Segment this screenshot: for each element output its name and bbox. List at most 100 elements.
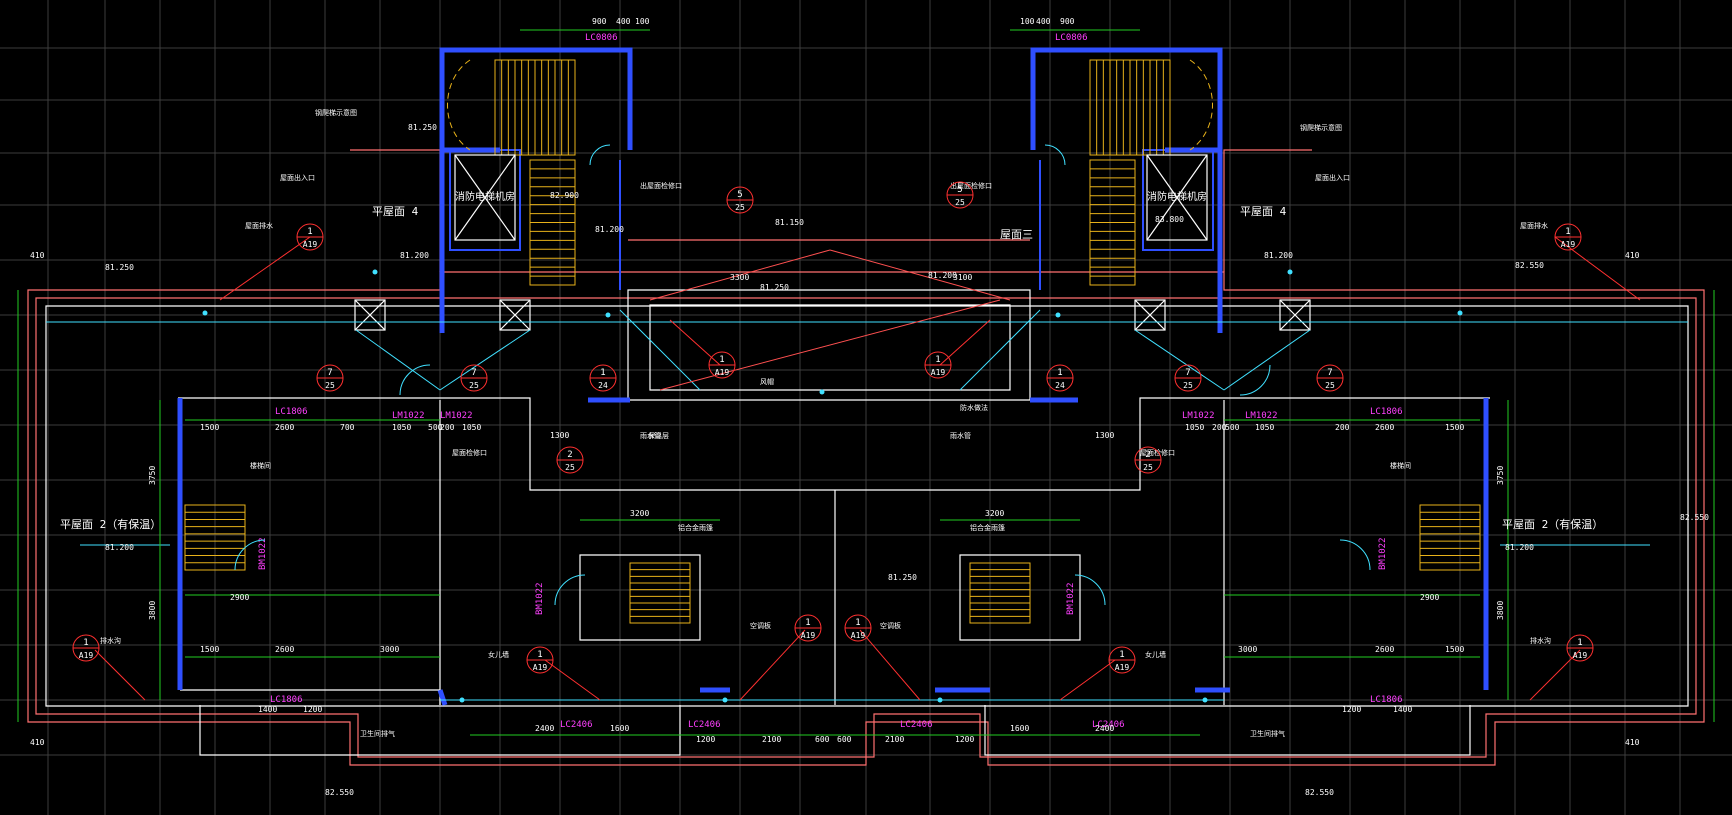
- note-text: 防水做法: [960, 403, 988, 412]
- elevation-text: 82.900: [550, 191, 579, 200]
- dim-text: 1400: [1393, 705, 1412, 714]
- note-text: 保温层: [648, 431, 669, 440]
- label-plat4-right: 平屋面 4: [1240, 205, 1287, 218]
- dim-text: 1500: [1445, 423, 1464, 432]
- tag-bottom-1: LC1806: [270, 695, 303, 705]
- dim-text: 3300: [730, 273, 749, 282]
- detail-callout-ref: 25: [955, 198, 965, 207]
- elevation-text: 81.250: [760, 283, 789, 292]
- detail-callout-number: 1: [537, 650, 542, 660]
- dim-text: 1050: [462, 423, 481, 432]
- dim-text: 410: [30, 738, 45, 747]
- label-plat2-left: 平屋面 2（有保温）: [60, 517, 161, 531]
- detail-callout-number: 1: [1119, 650, 1124, 660]
- dim-text: 900: [1060, 17, 1075, 26]
- tag-lm1022-r2: LM1022: [1245, 411, 1278, 421]
- dim-text: 1500: [1445, 645, 1464, 654]
- dim-text: 200: [440, 423, 455, 432]
- dim-text: 3000: [1238, 645, 1257, 654]
- dim-text: 1600: [610, 724, 629, 733]
- dim-text: 2400: [1095, 724, 1114, 733]
- construction-notes: 钢爬梯示意图 钢爬梯示意图 屋面出入口 屋面出入口 出屋面检修口 出屋面检修口 …: [100, 108, 1551, 738]
- detail-callout-ref: 25: [325, 381, 335, 390]
- detail-callout-ref: 25: [1143, 463, 1153, 472]
- stair-treads-top-left: [501, 60, 575, 277]
- detail-callout-ref: 25: [469, 381, 479, 390]
- label-machine-left: 消防电梯机房: [455, 190, 515, 203]
- dim-text: 3200: [630, 509, 649, 518]
- dim-text: 400: [1036, 17, 1051, 26]
- detail-callout-ref: 24: [598, 381, 608, 390]
- dim-text: 3100: [953, 273, 972, 282]
- detail-callout-ref: 25: [735, 203, 745, 212]
- door-window-tags: LC0806 LC0806 LM1022 LM1022 LM1022 LM102…: [258, 33, 1403, 730]
- tag-bm1022-right-a: BM1022: [1378, 537, 1388, 570]
- stair-center-left: [629, 562, 691, 624]
- note-text: 屋面检修口: [452, 448, 487, 457]
- label-plat4-left: 平屋面 4: [372, 205, 419, 218]
- elevation-text: 82.550: [1515, 261, 1544, 270]
- elevation-text: 81.250: [105, 263, 134, 272]
- dim-text: 600: [837, 735, 852, 744]
- note-text: 女儿墙: [488, 650, 509, 659]
- dim-text: 100: [635, 17, 650, 26]
- annotation-leaders: [94, 236, 1641, 701]
- dim-text: 2600: [1375, 645, 1394, 654]
- note-text: 屋面出入口: [1315, 173, 1350, 182]
- roof-drains: [202, 269, 1463, 703]
- elevation-text: 81.250: [888, 573, 917, 582]
- detail-callout-ref: A19: [851, 631, 866, 640]
- canopy-dashed-arcs: [447, 59, 1213, 151]
- tag-bottom-6: LC2406: [900, 720, 933, 730]
- dim-text: 500: [1225, 423, 1240, 432]
- note-text: 雨水管: [640, 431, 661, 440]
- detail-callout-number: 2: [1145, 450, 1150, 460]
- dim-text: 1500: [200, 423, 219, 432]
- dim-text: 2600: [275, 423, 294, 432]
- parapet-outline: [27, 149, 1705, 766]
- dim-text: 1200: [1342, 705, 1361, 714]
- tag-lm1022-l2: LM1022: [440, 411, 473, 421]
- detail-callout-number: 1: [600, 368, 605, 378]
- detail-callout-number: 1: [719, 355, 724, 365]
- note-text: 卫生间排气: [360, 729, 395, 738]
- detail-callout-number: 1: [855, 618, 860, 628]
- note-text: 出屋面检修口: [640, 181, 682, 190]
- stair-mid-left: [184, 504, 246, 571]
- dim-text: 3750: [1496, 466, 1505, 485]
- dim-text: 400: [616, 17, 631, 26]
- dim-text: 410: [30, 251, 45, 260]
- detail-callout-ref: 25: [1183, 381, 1193, 390]
- room-labels: 平屋面 4 平屋面 4 平屋面 2（有保温） 平屋面 2（有保温） 消防电梯机房…: [60, 190, 1603, 531]
- elevation-text: 81.200: [1264, 251, 1293, 260]
- dimension-lines: [17, 29, 1715, 736]
- dim-text: 2400: [535, 724, 554, 733]
- elevation-text: 81.250: [408, 123, 437, 132]
- dim-text: 2600: [275, 645, 294, 654]
- elevation-text: 81.200: [105, 543, 134, 552]
- detail-callout-number: 1: [1057, 368, 1062, 378]
- note-text: 排水沟: [100, 636, 121, 645]
- dim-text: 1050: [392, 423, 411, 432]
- dim-text: 1200: [955, 735, 974, 744]
- note-text: 楼梯间: [250, 461, 271, 470]
- note-text: 卫生间排气: [1250, 729, 1285, 738]
- tag-lc1806-right: LC1806: [1370, 407, 1403, 417]
- note-text: 铝合金雨篷: [970, 523, 1005, 532]
- detail-callout-number: 1: [83, 638, 88, 648]
- detail-callout-number: 5: [737, 190, 742, 200]
- tag-bm1022-left-a: BM1022: [258, 537, 268, 570]
- note-text: 钢爬梯示意图: [315, 108, 357, 117]
- wall-thin-lines: [449, 149, 1214, 290]
- tag-lc1806-left: LC1806: [275, 407, 308, 417]
- note-text: 空调板: [880, 621, 901, 630]
- note-text: 屋面出入口: [280, 173, 315, 182]
- dim-text: 700: [340, 423, 355, 432]
- stair-treads-center-left: [630, 569, 690, 617]
- detail-callout-number: 1: [1565, 227, 1570, 237]
- dim-text: 2100: [762, 735, 781, 744]
- dim-text: 1050: [1185, 423, 1204, 432]
- detail-callout-number: 1: [805, 618, 810, 628]
